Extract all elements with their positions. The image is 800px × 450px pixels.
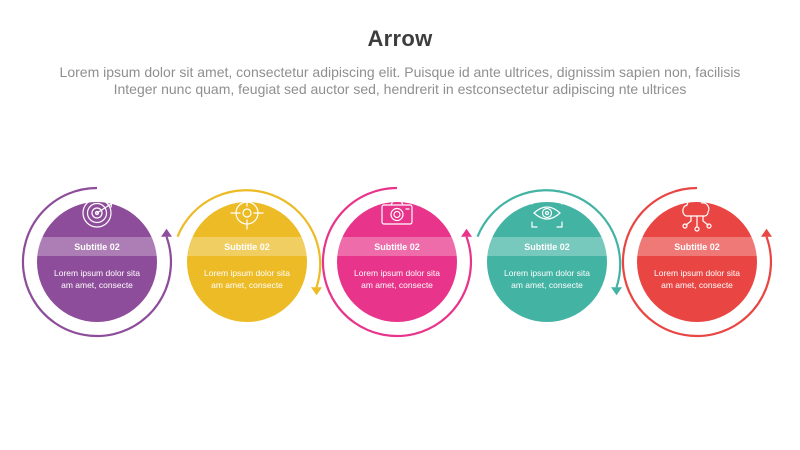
eye-icon [531, 198, 563, 228]
arrowhead-icon [461, 228, 472, 237]
step-2: Subtitle 02 Lorem ipsum dolor sita am amet… [176, 189, 322, 322]
step-circle [37, 202, 157, 322]
step-circle [637, 202, 757, 322]
step-circle [187, 202, 307, 322]
label-band [636, 237, 758, 256]
step-desc-line-2: am amet, consecte [661, 280, 733, 290]
target-icon [82, 198, 113, 228]
arrowhead-icon [311, 287, 322, 296]
arrowhead-icon [611, 287, 622, 296]
label-band [336, 237, 458, 256]
step-4: Subtitle 02 Lorem ipsum dolor sita am amet… [476, 189, 622, 322]
step-arc [621, 186, 773, 338]
subtitle-line-1: Lorem ipsum dolor sit amet, consectetur … [59, 64, 741, 80]
step-circle [487, 202, 607, 322]
step-desc-line-2: am amet, consecte [211, 280, 283, 290]
step-circle [337, 202, 457, 322]
step-desc-line-2: am amet, consecte [511, 280, 583, 290]
label-band [36, 237, 158, 256]
step-3: Subtitle 02 Lorem ipsum dolor sita am amet… [321, 186, 473, 338]
label-band [486, 237, 608, 256]
step-desc-line-2: am amet, consecte [61, 280, 133, 290]
subtitle-line-2: Integer nunc quam, feugiat sed auctor se… [113, 81, 687, 97]
step-label: Subtitle 02 [374, 242, 420, 252]
arrowhead-icon [761, 228, 772, 237]
step-arc [176, 189, 322, 288]
step-desc-line-1: Lorem ipsum dolor sita [204, 268, 290, 278]
page-title: Arrow [367, 26, 433, 51]
step-arc [321, 186, 473, 338]
step-desc-line-1: Lorem ipsum dolor sita [54, 268, 140, 278]
crosshair-icon [230, 196, 264, 230]
step-5: Subtitle 02 Lorem ipsum dolor sita am amet… [621, 186, 773, 338]
step-label: Subtitle 02 [224, 242, 270, 252]
step-arc [21, 186, 173, 338]
arrowhead-icon [161, 228, 172, 237]
step-desc-line-1: Lorem ipsum dolor sita [354, 268, 440, 278]
step-label: Subtitle 02 [674, 242, 720, 252]
step-desc-line-1: Lorem ipsum dolor sita [654, 268, 740, 278]
step-desc-line-2: am amet, consecte [361, 280, 433, 290]
step-desc-line-1: Lorem ipsum dolor sita [504, 268, 590, 278]
camera-icon [381, 200, 413, 225]
step-label: Subtitle 02 [524, 242, 570, 252]
cloud-network-icon [682, 197, 712, 232]
step-arc [476, 189, 622, 288]
step-label: Subtitle 02 [74, 242, 120, 252]
label-band [186, 237, 308, 256]
step-1: Subtitle 02 Lorem ipsum dolor sita am amet… [21, 186, 173, 338]
